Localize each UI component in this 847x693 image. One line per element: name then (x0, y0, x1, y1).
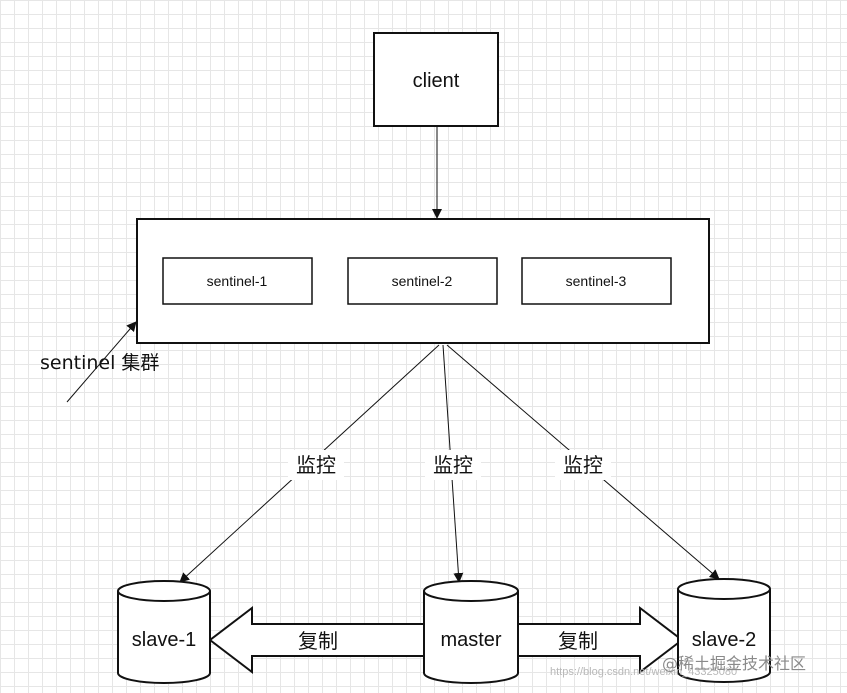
replicate-label-right: 复制 (558, 629, 598, 653)
watermark-brand: @稀土掘金技术社区 (662, 654, 806, 673)
monitor-label-2: 监控 (433, 453, 473, 477)
sentinel-1-node: sentinel-1 (162, 257, 313, 305)
client-label: client (413, 70, 460, 92)
group-label-pointer (66, 321, 137, 403)
replicate-label-left: 复制 (298, 629, 338, 653)
slave-2-label: slave-2 (692, 629, 756, 651)
watermark-url: https://blog.csdn.net/weixin_43325080 (550, 666, 737, 678)
sentinel-cluster: sentinel-1 sentinel-2 sentinel-3 (136, 218, 710, 344)
replicate-arrow-right (517, 605, 684, 675)
monitor-label-3: 监控 (563, 453, 603, 477)
slave-1-label: slave-1 (132, 629, 196, 651)
master-label: master (440, 629, 501, 651)
sentinel-2-node: sentinel-2 (347, 257, 498, 305)
master-database: master (423, 580, 519, 684)
sentinel-cluster-label: sentinel 集群 (40, 352, 159, 374)
sentinel-1-label: sentinel-1 (207, 273, 268, 289)
client-node: client (373, 32, 499, 127)
monitor-label-1: 监控 (296, 453, 336, 477)
sentinel-3-node: sentinel-3 (521, 257, 672, 305)
sentinel-3-label: sentinel-3 (566, 273, 627, 289)
sentinel-2-label: sentinel-2 (392, 273, 453, 289)
slave-2-database: slave-2 (677, 578, 771, 683)
replicate-arrow-left (208, 605, 425, 675)
slave-1-database: slave-1 (117, 580, 211, 684)
